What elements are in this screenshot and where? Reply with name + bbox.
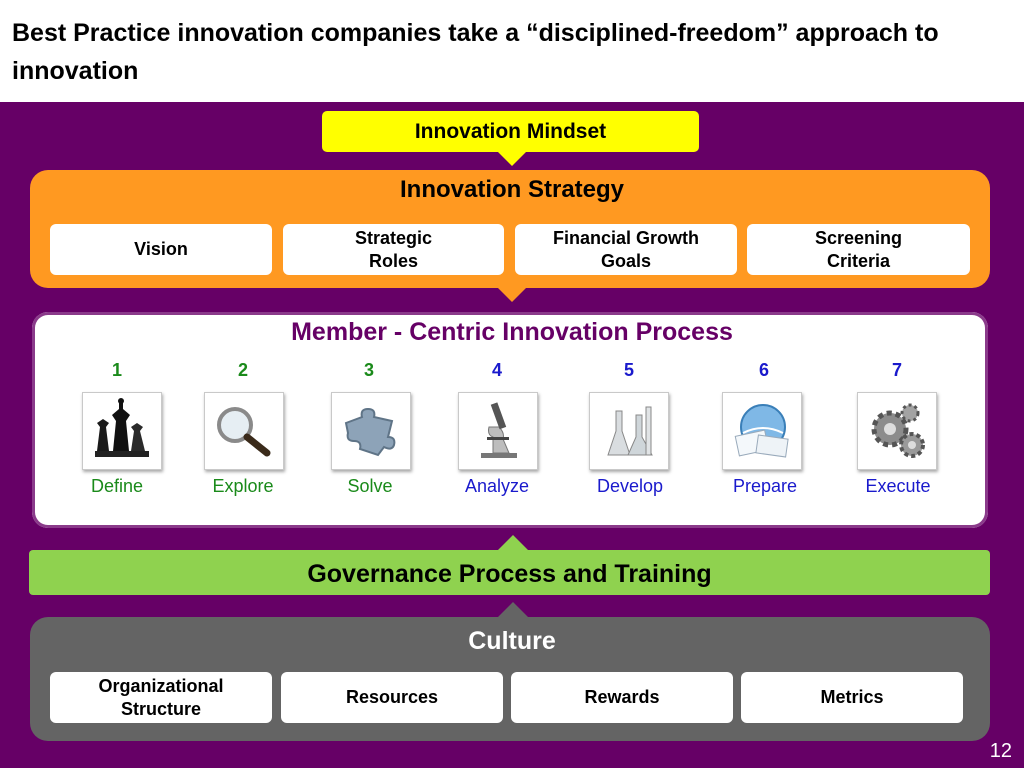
- culture-title: Culture: [468, 627, 556, 655]
- gears-icon: [857, 392, 937, 470]
- page-number: 12: [989, 740, 1012, 762]
- chess-pieces-icon: [82, 392, 162, 470]
- lab-flasks-icon: [589, 392, 669, 470]
- step-number-2: 2: [237, 360, 248, 380]
- innovation-mindset-box: Innovation Mindset: [322, 111, 699, 152]
- culture-item-rewards: Rewards: [511, 672, 733, 723]
- microscope-icon: [458, 392, 538, 470]
- strategy-item-vision: Vision: [50, 224, 272, 275]
- strategy-item-strategic-roles: Strategic Roles: [283, 224, 504, 275]
- governance-arrow-up: [498, 535, 528, 550]
- strategy-item-screening-criteria: Screening Criteria: [747, 224, 970, 275]
- culture-item-organizational-structure: Organizational Structure: [50, 672, 272, 723]
- step-number-7: 7: [891, 360, 902, 380]
- slide-title: Best Practice innovation companies take …: [12, 19, 939, 85]
- step-number-5: 5: [623, 360, 634, 380]
- innovation-strategy-title: Innovation Strategy: [399, 176, 625, 203]
- puzzle-piece-icon: [331, 392, 411, 470]
- step-label-define: Define: [90, 476, 144, 496]
- step-label-explore: Explore: [212, 476, 274, 496]
- culture-arrow-up: [498, 602, 528, 617]
- step-number-4: 4: [491, 360, 502, 380]
- step-label-develop: Develop: [596, 476, 664, 496]
- mindset-arrow: [497, 151, 527, 166]
- culture-item-resources: Resources: [281, 672, 503, 723]
- culture-item-metrics: Metrics: [741, 672, 963, 723]
- globe-documents-icon: [722, 392, 802, 470]
- magnifying-glass-icon: [204, 392, 284, 470]
- step-label-prepare: Prepare: [732, 476, 798, 496]
- strategy-item-financial-growth-goals: Financial Growth Goals: [515, 224, 737, 275]
- governance-bar: Governance Process and Training: [29, 550, 990, 595]
- step-label-solve: Solve: [347, 476, 393, 496]
- step-number-6: 6: [758, 360, 769, 380]
- step-number-3: 3: [363, 360, 374, 380]
- strategy-arrow: [497, 287, 527, 302]
- step-label-execute: Execute: [865, 476, 931, 496]
- step-label-analyze: Analyze: [464, 476, 530, 496]
- innovation-process-title: Member - Centric Innovation Process: [291, 318, 733, 346]
- step-number-1: 1: [111, 360, 122, 380]
